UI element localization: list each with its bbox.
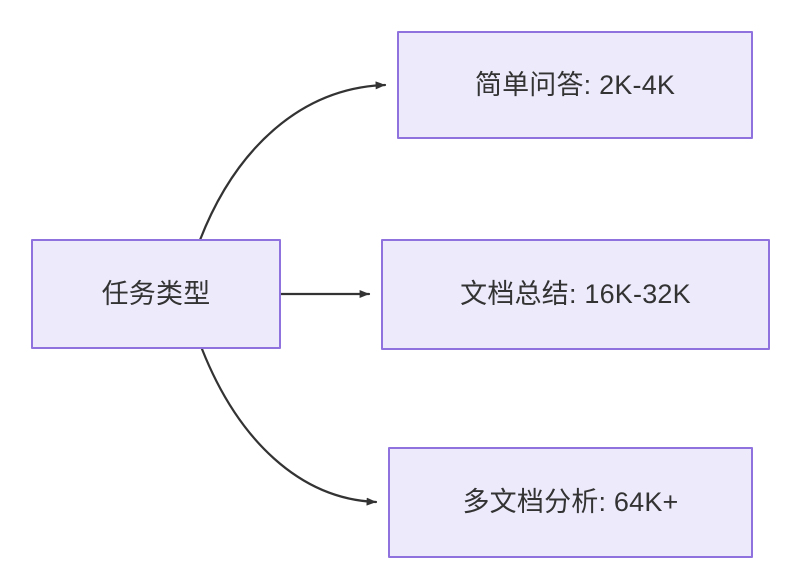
edge-root-to-branch-2 (200, 347, 378, 506)
node-branch-simple-qa[interactable]: 简单问答: 2K-4K (397, 31, 753, 139)
node-branch-doc-summary-label: 文档总结: 16K-32K (460, 279, 691, 310)
edge-root-to-branch-0 (198, 81, 387, 242)
node-branch-multi-doc-analysis[interactable]: 多文档分析: 64K+ (388, 447, 753, 558)
node-root-label: 任务类型 (101, 278, 211, 309)
node-branch-doc-summary[interactable]: 文档总结: 16K-32K (381, 239, 770, 350)
node-branch-multi-doc-analysis-label: 多文档分析: 64K+ (462, 487, 679, 518)
node-root[interactable]: 任务类型 (31, 239, 281, 349)
node-branch-simple-qa-label: 简单问答: 2K-4K (474, 69, 676, 100)
